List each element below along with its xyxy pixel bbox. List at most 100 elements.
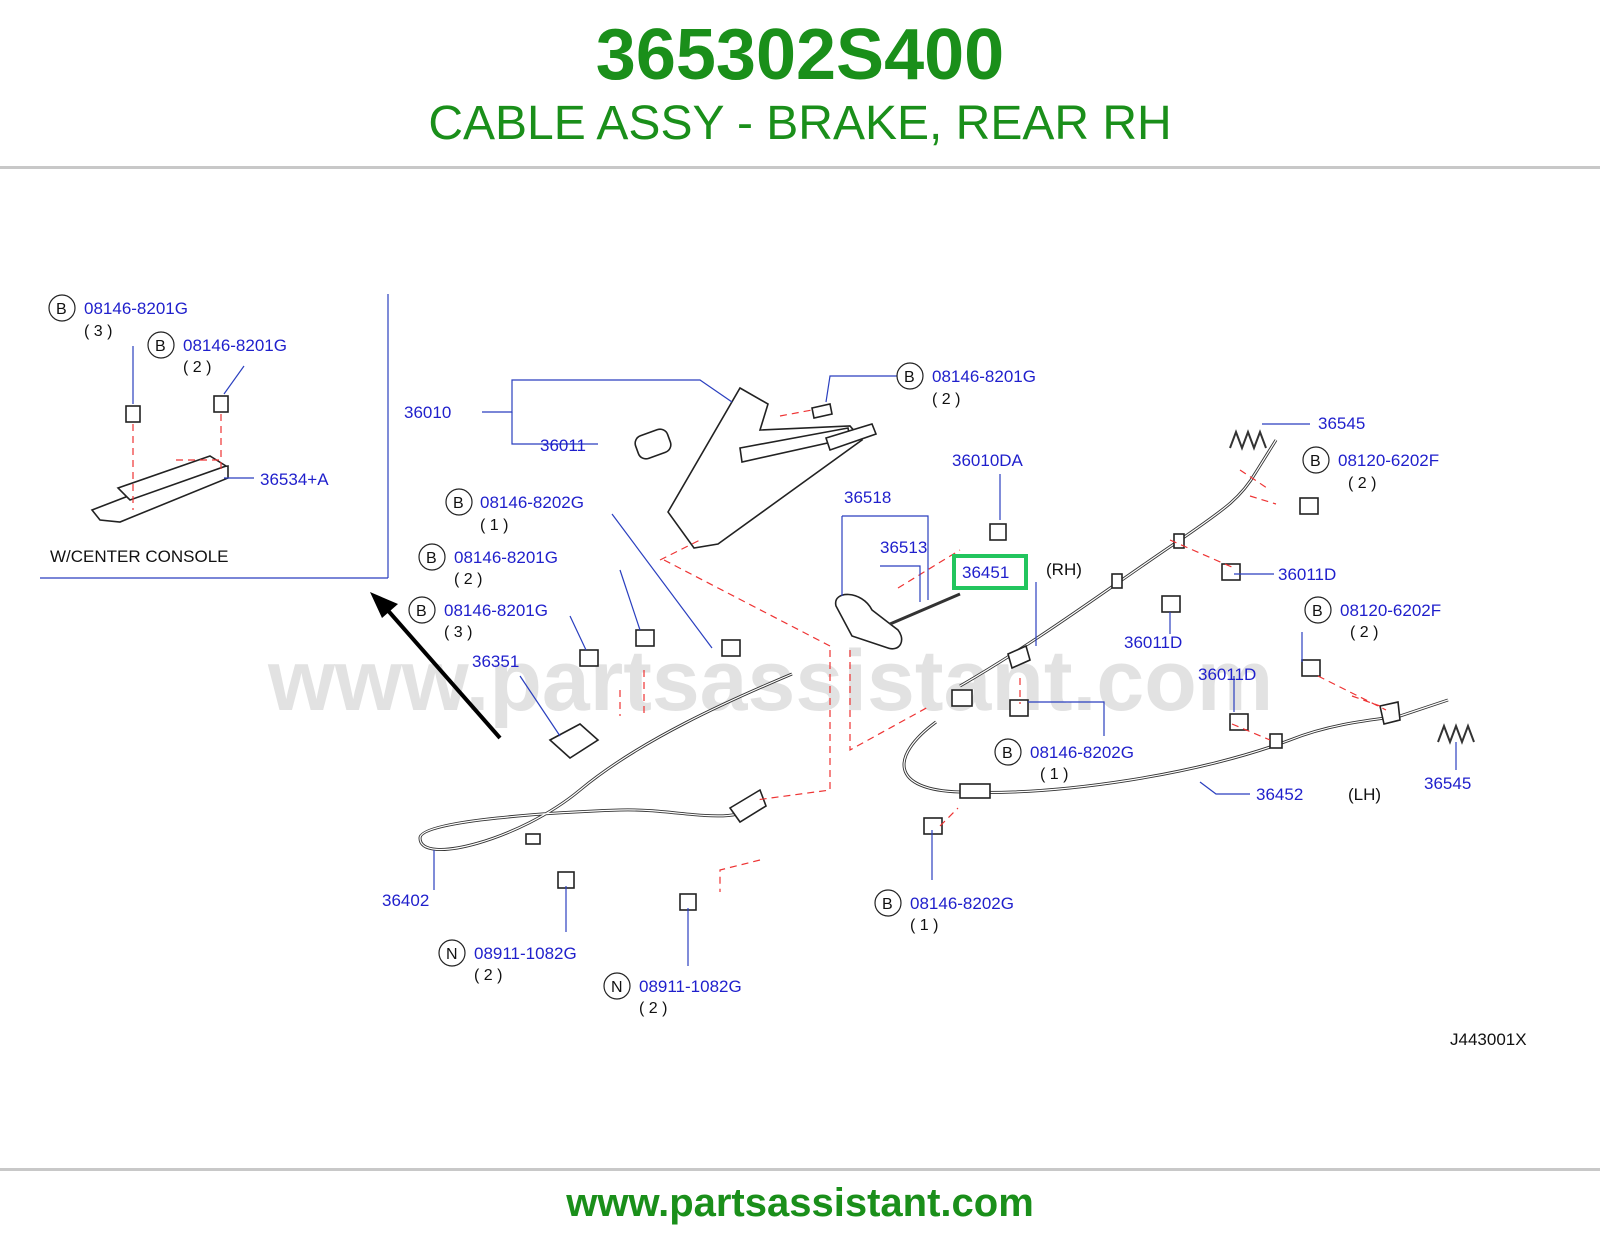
fastener-callouts: B 08146-8201G ( 3 ) B 08146-8201G ( 2 ) …: [48, 294, 1441, 1017]
svg-text:( 2 ): ( 2 ): [474, 967, 502, 984]
callout-f8: B 08120-6202F ( 2 ): [1304, 596, 1441, 641]
label-36011D-b: 36011D: [1124, 633, 1182, 652]
svg-text:08146-8201G: 08146-8201G: [84, 299, 188, 318]
label-36010DA: 36010DA: [952, 451, 1024, 470]
callout-f1: B 08146-8201G ( 3 ): [48, 294, 188, 340]
assembly-dash-lines: [619, 409, 1387, 892]
marker-b-circle: [418, 543, 446, 571]
label-36513: 36513: [880, 538, 927, 557]
svg-text:08146-8201G: 08146-8201G: [454, 548, 558, 567]
lh-tag: (LH): [1348, 785, 1381, 804]
marker-b-circle: [1302, 446, 1330, 474]
svg-text:08146-8202G: 08146-8202G: [910, 894, 1014, 913]
marker-b-circle: [408, 596, 436, 624]
marker-b-circle: [48, 294, 76, 322]
label-36011D-a: 36011D: [1278, 565, 1336, 584]
svg-text:08146-8201G: 08146-8201G: [183, 336, 287, 355]
label-36518: 36518: [844, 488, 891, 507]
svg-text:B: B: [56, 301, 67, 318]
svg-text:( 1 ): ( 1 ): [910, 917, 938, 934]
footer-url[interactable]: www.partsassistant.com: [566, 1181, 1034, 1225]
label-36010: 36010: [404, 403, 451, 422]
watermark-text: www.partsassistant.com: [267, 633, 1273, 729]
fasteners-bolts: [548, 497, 1321, 911]
label-36011: 36011: [540, 436, 586, 455]
svg-text:08120-6202F: 08120-6202F: [1340, 601, 1441, 620]
part-labels: 36010 36011 36010DA 36518 36513 36545 36…: [50, 403, 1527, 1049]
callout-f4: B 08146-8202G ( 1 ): [445, 488, 584, 534]
leader-lines: [433, 375, 1457, 966]
svg-text:08911-1082G: 08911-1082G: [474, 944, 577, 963]
svg-text:( 2 ): ( 2 ): [1348, 475, 1376, 492]
svg-text:08120-6202F: 08120-6202F: [1338, 451, 1439, 470]
label-36011D-c: 36011D: [1198, 665, 1256, 684]
svg-text:B: B: [155, 338, 166, 355]
svg-text:B: B: [1310, 453, 1321, 470]
rear-rh-cable-36451: [951, 439, 1278, 707]
svg-text:( 1 ): ( 1 ): [480, 517, 508, 534]
marker-n-circle: [438, 939, 466, 967]
part-description: CABLE ASSY - BRAKE, REAR RH: [428, 97, 1172, 150]
svg-text:B: B: [1312, 603, 1323, 620]
callout-f7: B 08120-6202F ( 2 ): [1302, 446, 1439, 492]
callout-f2: B 08146-8201G ( 2 ): [147, 331, 287, 376]
svg-text:N: N: [611, 979, 623, 996]
callout-f12: N 08911-1082G ( 2 ): [603, 972, 742, 1017]
callout-f6: B 08146-8201G ( 3 ): [408, 596, 548, 641]
svg-text:08146-8201G: 08146-8201G: [444, 601, 548, 620]
marker-b-circle: [445, 488, 473, 516]
marker-b-circle: [874, 889, 902, 917]
label-36545-top: 36545: [1318, 414, 1365, 433]
svg-text:B: B: [904, 369, 915, 386]
svg-text:B: B: [426, 550, 437, 567]
callout-f3: B 08146-8201G ( 2 ): [896, 362, 1036, 408]
inset-pointer-arrow: [370, 592, 502, 740]
label-36451[interactable]: 36451: [962, 563, 1009, 582]
header-divider: [0, 166, 1600, 169]
label-36402: 36402: [382, 891, 429, 910]
rear-lh-cable-36452: [902, 698, 1449, 799]
footer-divider: [0, 1168, 1600, 1171]
svg-text:( 3 ): ( 3 ): [444, 624, 472, 641]
callout-f5: B 08146-8201G ( 2 ): [418, 543, 558, 588]
svg-text:B: B: [416, 603, 427, 620]
svg-text:08146-8201G: 08146-8201G: [932, 367, 1036, 386]
svg-text:B: B: [1002, 745, 1013, 762]
marker-b-circle: [994, 738, 1022, 766]
svg-text:( 3 ): ( 3 ): [84, 323, 112, 340]
callout-f10: B 08146-8202G ( 1 ): [874, 889, 1014, 934]
callout-f11: N 08911-1082G ( 2 ): [438, 939, 577, 984]
brake-lever-handle: [835, 592, 961, 650]
highlight-box: [952, 554, 1028, 590]
marker-n-circle: [603, 972, 631, 1000]
svg-text:08911-1082G: 08911-1082G: [639, 977, 742, 996]
part-number-title: 365302S400: [595, 15, 1005, 95]
svg-text:( 2 ): ( 2 ): [1350, 624, 1378, 641]
svg-text:N: N: [446, 946, 458, 963]
svg-text:B: B: [882, 896, 893, 913]
marker-b-circle: [896, 362, 924, 390]
svg-text:B: B: [453, 495, 464, 512]
svg-text:( 1 ): ( 1 ): [1040, 766, 1068, 783]
marker-b-circle: [147, 331, 175, 359]
svg-text:( 2 ): ( 2 ): [639, 1000, 667, 1017]
rh-tag: (RH): [1046, 560, 1082, 579]
inset-center-console: [40, 294, 389, 579]
label-36534A: 36534+A: [260, 470, 329, 489]
label-36452: 36452: [1256, 785, 1303, 804]
return-springs: [1229, 429, 1475, 745]
marker-b-circle: [1304, 596, 1332, 624]
front-cable-36402: [418, 672, 793, 851]
svg-text:( 2 ): ( 2 ): [454, 571, 482, 588]
svg-text:08146-8202G: 08146-8202G: [480, 493, 584, 512]
highlighted-part-36451[interactable]: 36451: [952, 554, 1028, 590]
label-36351: 36351: [472, 652, 519, 671]
inset-label: W/CENTER CONSOLE: [50, 547, 229, 566]
svg-text:( 2 ): ( 2 ): [183, 359, 211, 376]
callout-f9: B 08146-8202G ( 1 ): [994, 738, 1134, 783]
label-36545-bottom: 36545: [1424, 774, 1471, 793]
svg-text:08146-8202G: 08146-8202G: [1030, 743, 1134, 762]
svg-text:( 2 ): ( 2 ): [932, 391, 960, 408]
pedal-bracket-assembly: [634, 386, 878, 549]
